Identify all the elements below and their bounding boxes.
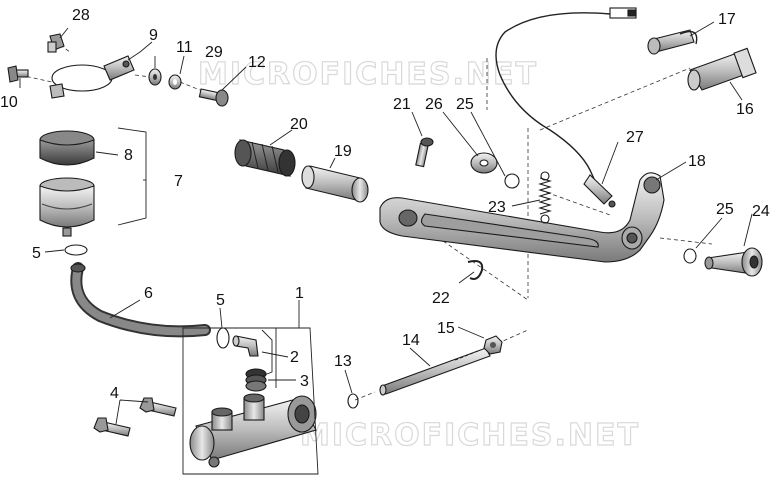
callout-6: 6 — [144, 285, 153, 302]
o-ring-25-upper — [504, 173, 520, 189]
callout-13: 13 — [334, 353, 352, 370]
seal-3 — [245, 368, 267, 392]
callout-2: 2 — [290, 349, 299, 366]
callout-28: 28 — [72, 7, 90, 24]
o-ring-25-lower — [683, 248, 697, 264]
push-rod-14 — [379, 347, 491, 396]
callout-15: 15 — [437, 320, 455, 337]
bracket-7 — [117, 127, 147, 226]
reservoir-cap-8 — [39, 130, 95, 166]
clevis-16 — [687, 47, 757, 91]
callout-16: 16 — [736, 101, 754, 118]
watermark-bottom: MICROFICHES.NET — [300, 418, 640, 453]
callout-4: 4 — [110, 385, 119, 402]
pedal-shaft-19 — [301, 165, 369, 203]
hose-fitting-2 — [232, 335, 259, 357]
callout-3: 3 — [300, 373, 309, 390]
callout-23: 23 — [488, 199, 506, 216]
bolts-4 — [93, 397, 177, 437]
callout-22: 22 — [432, 290, 450, 307]
assembly-dashed-lines — [19, 44, 713, 401]
reservoir-body — [39, 177, 95, 237]
callout-20: 20 — [290, 116, 308, 133]
callout-29: 29 — [205, 44, 223, 61]
bolt-21 — [415, 137, 434, 168]
callout-labels: 28 9 11 29 12 10 8 7 5 6 5 1 2 3 4 13 14… — [0, 7, 770, 402]
callout-27: 27 — [626, 129, 644, 146]
callout-8: 8 — [124, 147, 133, 164]
return-spring — [538, 171, 552, 224]
o-ring-13 — [347, 393, 359, 409]
switch-cable — [495, 7, 637, 208]
clip-17 — [647, 29, 698, 55]
hose-6 — [70, 262, 211, 338]
reservoir-collar-9 — [49, 55, 135, 99]
screw-10 — [7, 65, 29, 83]
circlip-22 — [467, 260, 484, 280]
callout-26: 26 — [425, 96, 443, 113]
callout-18: 18 — [688, 153, 706, 170]
callout-21: 21 — [393, 96, 411, 113]
callout-25-lower: 25 — [716, 201, 734, 218]
hose-clamp-5-lower — [216, 327, 230, 349]
pedal-rubber-20 — [234, 139, 296, 177]
callout-5-upper: 5 — [32, 245, 41, 262]
pedal-lever — [379, 172, 665, 263]
callout-7: 7 — [174, 173, 183, 190]
hose-clamp-5-upper — [64, 244, 88, 256]
callout-24: 24 — [752, 203, 770, 220]
nut-15 — [483, 335, 503, 355]
watermark-top: MICROFICHES.NET — [198, 57, 538, 92]
callout-17: 17 — [718, 11, 736, 28]
callout-9: 9 — [149, 27, 158, 44]
callout-25-upper: 25 — [456, 96, 474, 113]
bolt-12 — [198, 88, 229, 107]
callout-5-lower: 5 — [216, 292, 225, 309]
callout-10: 10 — [0, 94, 18, 111]
callout-14: 14 — [402, 332, 420, 349]
callout-11: 11 — [176, 39, 193, 56]
master-cylinder-1 — [189, 393, 317, 468]
pivot-pin-24 — [704, 247, 763, 277]
leader-lines — [19, 21, 753, 475]
callout-1: 1 — [295, 285, 304, 302]
callout-12: 12 — [248, 54, 266, 71]
callout-19: 19 — [334, 143, 352, 160]
